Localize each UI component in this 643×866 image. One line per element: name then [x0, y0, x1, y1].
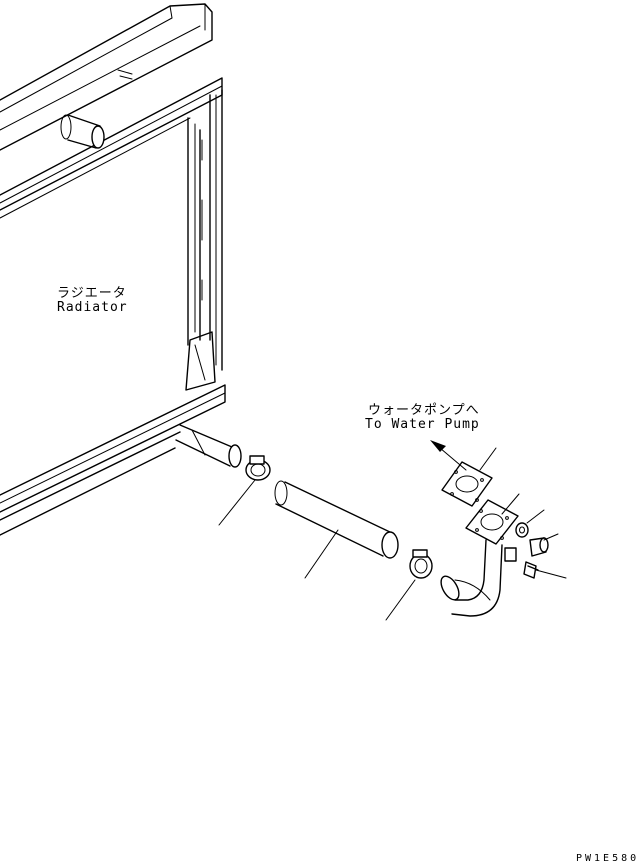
leader-line-gasket	[479, 447, 497, 471]
hose-clamp-lower	[409, 549, 433, 579]
leader-line-plug	[543, 533, 559, 541]
leader-line-clamp-lower	[385, 579, 416, 621]
radiator-label-jp: ラジエータ	[57, 286, 127, 301]
drawing-code: PW1E580	[576, 853, 640, 864]
rubber-hose	[274, 480, 399, 559]
plug-bolt	[529, 537, 549, 557]
water-pump-label-jp: ウォータポンプへ	[368, 403, 480, 418]
water-pump-label-en: To Water Pump	[365, 417, 480, 432]
leader-line-drain-cock	[535, 569, 567, 579]
arrow-to-water-pump	[430, 440, 467, 471]
leader-line-clamp-upper	[218, 479, 256, 526]
gasket	[441, 461, 493, 507]
radiator-label-en: Radiator	[57, 300, 128, 315]
radiator	[0, 3, 242, 536]
leader-line-pipe	[501, 493, 520, 515]
drain-cock	[523, 561, 539, 579]
leader-line-hose	[304, 529, 339, 579]
hose-clamp-upper	[245, 455, 271, 481]
washer	[515, 522, 529, 538]
water-pipe	[440, 499, 519, 617]
leader-line-washer	[526, 509, 545, 524]
